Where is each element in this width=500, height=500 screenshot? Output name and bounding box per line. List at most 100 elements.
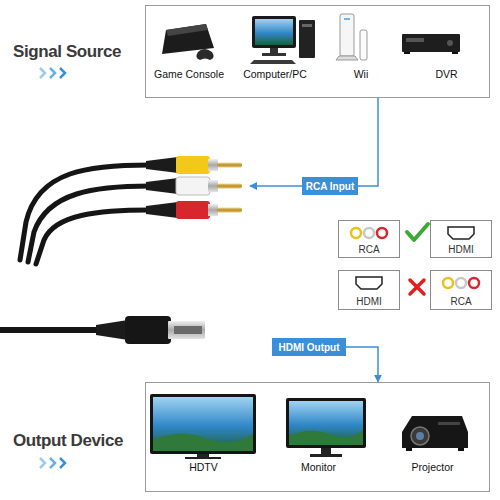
section-box: Game ConsoleComputer/PCWiiDVRSignal Sour…	[145, 5, 490, 98]
rca-jack	[443, 278, 453, 288]
tv-stand	[197, 454, 209, 457]
rca-icon	[443, 278, 479, 288]
node-text: HDMI	[356, 296, 382, 307]
connector	[358, 98, 378, 186]
red-rca-plug	[146, 201, 242, 219]
port-tag: HDMI Output	[272, 338, 346, 356]
monitor-screen	[255, 19, 293, 45]
plug-boot	[146, 178, 178, 194]
node-text: RCA	[358, 244, 379, 255]
compatibility-box: HDMI	[430, 220, 492, 258]
node-text: Monitor	[301, 461, 336, 473]
section-heading: Signal Source	[13, 42, 143, 62]
yellow-rca-plug	[146, 156, 242, 174]
plug-boot	[146, 157, 178, 173]
plug-pin	[217, 208, 242, 213]
rca-icon	[351, 228, 387, 238]
rca-wires	[20, 165, 150, 264]
monitor-frame	[252, 16, 296, 48]
chevron	[40, 68, 45, 78]
dvr-foot	[452, 52, 458, 54]
wii-icon	[336, 14, 367, 60]
hdmi-wire	[0, 327, 100, 333]
monitor-screen	[289, 401, 363, 445]
projector-lens	[411, 427, 429, 445]
device-label-box: DVR	[404, 68, 489, 92]
white-rca-plug	[146, 177, 242, 195]
plug-body	[176, 201, 210, 219]
plug-pin	[217, 184, 242, 189]
hdmi-slot	[174, 326, 202, 334]
dvr-foot	[404, 52, 410, 54]
monitor-frame	[286, 398, 366, 448]
hdmi-tip	[168, 321, 205, 339]
rca-jack	[469, 278, 479, 288]
projector-foot	[406, 448, 412, 451]
hdtv-icon	[150, 394, 256, 459]
section-heading: Output Device	[13, 431, 143, 451]
device-label-box: Game Console	[146, 68, 232, 92]
device-label-box: HDTV	[146, 461, 261, 485]
node-text: DVR	[435, 68, 457, 80]
check-mark	[407, 224, 428, 240]
chevron	[60, 68, 65, 78]
projector-glass	[416, 432, 424, 440]
rca-jack	[364, 228, 374, 238]
tv-hills	[153, 433, 253, 451]
device-label-box: Wii	[318, 68, 404, 92]
wii-stand	[336, 56, 358, 60]
node-text: Projector	[411, 461, 453, 473]
node-text: HDMI Output	[278, 342, 339, 353]
node-text: RCA	[450, 296, 471, 307]
cross-stroke	[410, 280, 424, 294]
compatibility-box: RCA	[430, 270, 492, 310]
rca-jack	[351, 228, 361, 238]
monitor-stand	[270, 48, 278, 53]
wire	[36, 210, 150, 264]
plug-boot	[146, 202, 178, 218]
dvr-knob	[447, 40, 453, 46]
chevrons	[40, 68, 65, 468]
monitor-hills	[289, 430, 363, 445]
monitor-stand	[321, 448, 331, 454]
hdmi-boot	[96, 320, 128, 340]
projector-foot	[458, 448, 464, 451]
device-label-box: Monitor	[261, 461, 376, 485]
cross-mark	[410, 280, 424, 294]
node-text: RCA Input	[306, 181, 355, 192]
node-text: HDTV	[189, 461, 218, 473]
plug-ring	[208, 159, 218, 171]
rca-jack	[456, 278, 466, 288]
device-label-box: Computer/PC	[232, 68, 318, 92]
chevron	[60, 458, 65, 468]
dvr-body	[402, 34, 460, 52]
connector	[346, 347, 378, 382]
compatibility-box: RCA	[338, 220, 400, 258]
wii-remote	[360, 30, 367, 60]
computer-icon	[250, 16, 315, 64]
section-box: HDTVMonitorProjectorOutput Device	[145, 382, 490, 492]
console-top	[166, 24, 208, 36]
compatibility-box: HDMI	[338, 270, 400, 310]
projector-vent	[438, 422, 460, 425]
dvr-panel	[406, 38, 424, 42]
plug-pin	[217, 163, 242, 168]
plug-body	[176, 156, 210, 174]
keyboard	[250, 60, 296, 64]
node-text: Game Console	[154, 68, 224, 80]
hdmi-body	[125, 316, 171, 344]
hdmi-port-icon	[448, 227, 474, 239]
plug-ring	[208, 180, 218, 192]
chevron	[50, 68, 55, 78]
chevron	[40, 458, 45, 468]
projector-icon	[402, 416, 468, 451]
plug-body	[176, 177, 210, 195]
chevron	[50, 458, 55, 468]
pc-tower	[299, 20, 315, 58]
wire	[28, 186, 150, 262]
pointer-arrow	[250, 185, 302, 187]
wii-light	[344, 18, 350, 20]
tv-screen	[153, 397, 253, 451]
